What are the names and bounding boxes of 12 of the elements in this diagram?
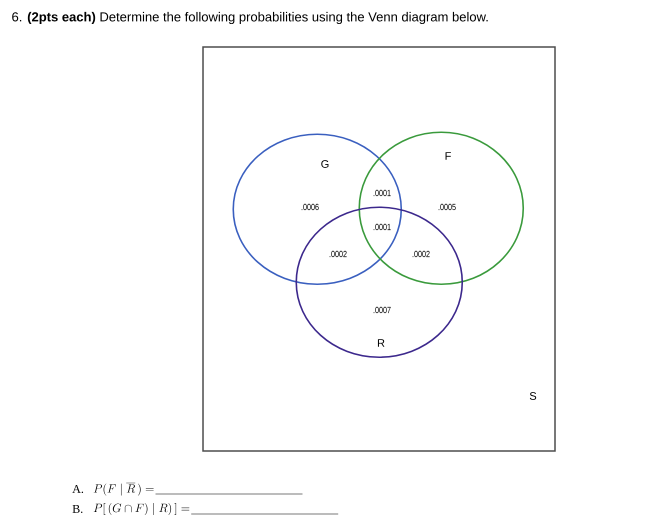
region-value: .0006 xyxy=(302,204,319,210)
region-value: .0002 xyxy=(412,250,430,258)
question-formula: $P[\,(G\cap F)\mid R)\,] =$ xyxy=(94,503,190,515)
region-value: .0001 xyxy=(374,224,391,230)
question-formula: $P(F\mid\overline{R}\,) =$ xyxy=(94,483,154,496)
question-letter: A. xyxy=(72,484,84,494)
region-value: .0005 xyxy=(438,204,456,210)
region-value: .0007 xyxy=(374,306,391,314)
title: 6. (2pts each) Determine the following probabilities using the Venn diagram below. xyxy=(12,12,488,24)
question-letter: B. xyxy=(72,504,82,513)
region-value: .0001 xyxy=(374,190,391,196)
region-value: .0002 xyxy=(330,250,347,258)
